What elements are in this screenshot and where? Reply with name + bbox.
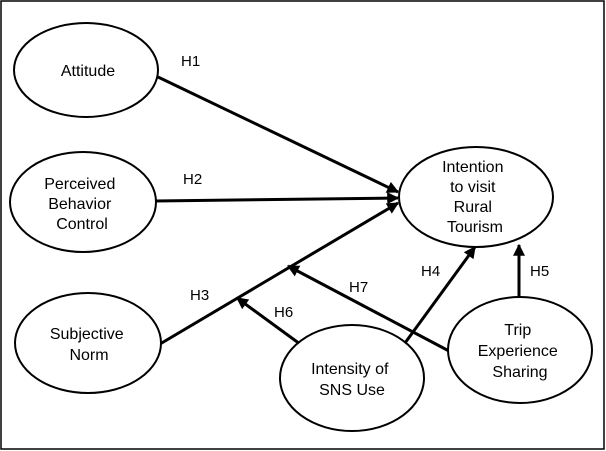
node-intention-label: Intention to visit Rural Tourism	[442, 159, 508, 236]
node-perceived-behavior-control	[9, 151, 157, 253]
hypothesis-label-h7: H7	[349, 279, 368, 296]
edge-h6-sns-to-h3-path	[236, 296, 301, 346]
node-pbc-label: Perceived Behavior Control	[44, 176, 120, 233]
node-subjective-norm	[14, 292, 162, 394]
hypothesis-label-h4: H4	[421, 263, 440, 280]
edge-h4-sns-to-intention	[403, 246, 477, 344]
node-trip-label: Trip Experience Sharing	[478, 322, 563, 381]
hypothesis-label-h6: H6	[274, 304, 293, 321]
node-intensity-sns-use	[279, 324, 425, 432]
node-subjective-norm-label: Subjective Norm	[50, 326, 128, 364]
node-trip-experience-sharing	[447, 296, 593, 404]
node-attitude	[13, 22, 159, 118]
edge-h3-norm-to-intention	[159, 201, 400, 346]
hypothesis-label-h3: H3	[190, 287, 209, 304]
node-intention	[398, 146, 554, 248]
edge-h7-trip-to-h3-path	[286, 264, 450, 353]
node-sns-label: Intensity of SNS Use	[311, 361, 393, 399]
edge-h2-pbc-to-intention	[154, 192, 400, 205]
edge-h1-attitude-to-intention	[157, 75, 400, 194]
hypothesis-label-h2: H2	[183, 171, 202, 188]
hypothesis-label-h5: H5	[530, 263, 549, 280]
node-attitude-label: Attitude	[61, 63, 115, 80]
hypothesis-label-h1: H1	[181, 53, 200, 70]
